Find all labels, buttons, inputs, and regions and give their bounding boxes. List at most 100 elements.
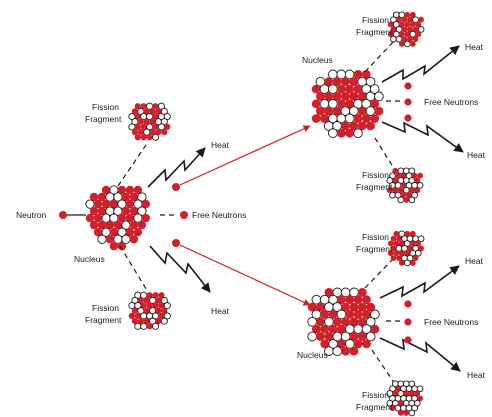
proton-ball	[390, 26, 397, 33]
proton-ball	[412, 255, 419, 261]
proton-ball	[400, 192, 407, 199]
proton-ball	[409, 11, 416, 18]
proton-ball	[105, 235, 115, 244]
proton-ball	[370, 114, 380, 123]
proton-ball	[409, 230, 416, 237]
proton-ball	[341, 302, 350, 312]
proton-ball	[395, 172, 401, 179]
proton-ball	[411, 172, 418, 179]
proton-ball	[353, 295, 363, 305]
proton-ball	[161, 129, 168, 136]
proton-ball	[415, 31, 422, 38]
neutron-ball	[140, 112, 148, 121]
neutron-ball	[370, 309, 380, 320]
proton-ball	[316, 92, 325, 101]
proton-ball	[311, 84, 321, 94]
proton-ball	[353, 310, 363, 319]
neutron-ball	[328, 128, 338, 139]
free-neutron-1c	[172, 239, 180, 247]
proton-ball	[408, 187, 415, 194]
proton-ball	[349, 92, 359, 101]
proton-ball	[404, 250, 411, 257]
fragment-3-bottom-label-2: Fragment	[356, 402, 393, 412]
proton-ball	[357, 288, 367, 297]
proton-ball	[393, 250, 400, 257]
proton-ball	[396, 16, 402, 23]
proton-ball	[362, 339, 371, 349]
proton-ball	[109, 242, 119, 251]
proton-ball	[393, 230, 400, 237]
proton-ball	[387, 250, 394, 257]
neutron-ball	[151, 133, 160, 141]
proton-ball	[392, 390, 399, 397]
proton-ball	[414, 177, 421, 184]
proton-ball	[417, 172, 423, 179]
proton-ball	[390, 235, 397, 242]
neutron-ball	[411, 191, 418, 199]
proton-ball	[392, 187, 399, 194]
proton-ball	[357, 317, 367, 327]
proton-ball	[361, 114, 371, 123]
proton-ball	[357, 106, 367, 116]
proton-ball	[320, 114, 329, 123]
proton-ball	[158, 302, 165, 309]
proton-ball	[349, 77, 359, 87]
proton-ball	[407, 16, 413, 23]
neutron-ball	[134, 322, 142, 330]
proton-ball	[353, 84, 363, 94]
fission-fragment-2-bottom	[386, 167, 424, 204]
proton-ball	[101, 199, 111, 209]
neutron-ball	[140, 322, 148, 330]
fragment-2-bottom-label-1: Fission	[362, 170, 389, 180]
proton-ball	[414, 187, 421, 194]
proton-ball	[152, 113, 159, 120]
proton-ball	[320, 324, 330, 334]
proton-ball	[97, 220, 107, 230]
proton-ball	[131, 307, 138, 314]
neutron-ball	[140, 312, 148, 320]
neutron-ball	[157, 123, 165, 131]
proton-ball	[386, 187, 393, 194]
proton-ball	[140, 103, 147, 110]
proton-ball	[390, 245, 397, 252]
proton-ball	[412, 36, 419, 42]
proton-ball	[396, 255, 402, 261]
heat-2-up-label: Heat	[465, 42, 484, 52]
proton-ball	[155, 108, 162, 115]
proton-ball	[345, 99, 354, 109]
proton-ball	[345, 295, 355, 305]
heat-1-down-label: Heat	[211, 306, 230, 316]
neutron-ball	[160, 317, 168, 325]
proton-ball	[392, 177, 399, 184]
proton-ball	[149, 118, 156, 125]
neutron-ball	[332, 346, 343, 357]
proton-ball	[117, 185, 127, 195]
proton-ball	[366, 302, 376, 312]
nucleus-1-label: Nucleus	[74, 254, 105, 264]
proton-ball	[417, 395, 423, 402]
proton-ball	[409, 260, 416, 266]
free-neutron-2a	[404, 82, 412, 90]
proton-ball	[398, 31, 405, 38]
proton-ball	[390, 255, 397, 261]
proton-ball	[307, 302, 317, 312]
neutron-ball	[397, 167, 405, 175]
proton-ball	[101, 185, 111, 195]
proton-ball	[341, 77, 350, 87]
proton-ball	[404, 230, 411, 237]
proton-ball	[353, 339, 363, 349]
heat-3-up-icon	[379, 265, 460, 299]
proton-ball	[341, 92, 350, 101]
proton-ball	[401, 16, 408, 23]
proton-ball	[336, 84, 346, 94]
proton-ball	[401, 26, 408, 33]
fragment-3-top-label-2: Fragment	[356, 244, 393, 254]
neutron-ball	[402, 186, 410, 194]
proton-ball	[311, 99, 321, 109]
proton-ball	[312, 324, 321, 334]
proton-ball	[129, 235, 139, 244]
neutron-ball	[398, 11, 406, 19]
neutron-ball	[163, 301, 171, 310]
proton-ball	[397, 410, 404, 416]
free-neutron-3b	[404, 318, 412, 326]
